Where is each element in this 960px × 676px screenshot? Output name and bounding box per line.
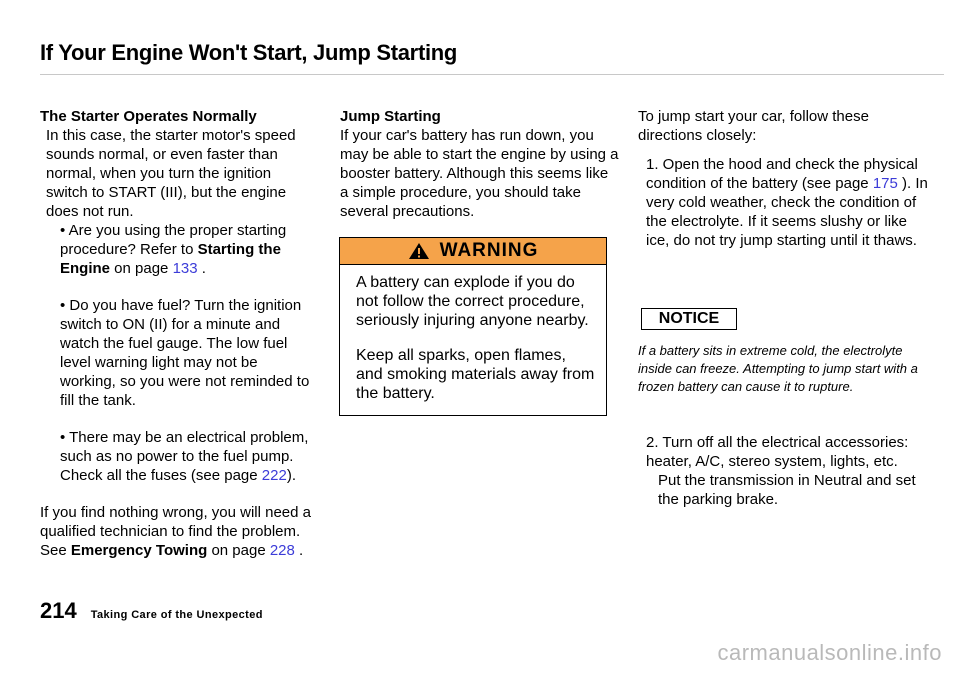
starter-intro-text: In this case, the starter motor's speed … (46, 127, 296, 220)
directions-intro: To jump start your car, follow these dir… (638, 108, 869, 144)
column-jump-starting: Jump Starting If your car's battery has … (340, 107, 620, 221)
warning-label: WARNING (439, 240, 539, 261)
page-link-175[interactable]: 175 (872, 175, 898, 192)
step-1: 1. Open the hood and check the physical … (638, 155, 928, 250)
bullet1-end: . (197, 260, 206, 277)
column-starter-operates: The Starter Operates Normally In this ca… (40, 107, 312, 560)
warning-triangle-icon (408, 243, 429, 259)
bullet-electrical-problem: • There may be an electrical problem, su… (40, 428, 312, 485)
section-name: Taking Care of the Unexpected (90, 609, 263, 621)
emergency-towing-ref: Emergency Towing (70, 542, 208, 559)
step-2: 2. Turn off all the electrical accessori… (638, 433, 928, 509)
watermark: carmanualsonline.info (717, 640, 942, 665)
jump-intro-text: If your car's battery has run down, you … (340, 127, 619, 220)
closing-paragraph: If you find nothing wrong, you will need… (40, 503, 312, 560)
starting-engine-ref: Starting the Engine (60, 241, 281, 277)
bullet3-text: • There may be an electrical problem, su… (60, 429, 309, 484)
step1-text: 1. Open the hood and check the physical … (646, 156, 918, 192)
bullet-fuel-check: • Do you have fuel? Turn the ignition sw… (60, 297, 310, 409)
page-link-133[interactable]: 133 (172, 260, 198, 277)
warning-text-sparks: Keep all sparks, open flames, and smokin… (356, 347, 595, 402)
warning-box: WARNING A battery can explode if you do … (339, 237, 607, 416)
bullet1-text: • Are you using the proper starting proc… (60, 222, 287, 258)
page-footer: 214 Taking Care of the Unexpected (40, 598, 263, 624)
section-heading-jump: Jump Starting (340, 108, 441, 125)
step1-end: ). In very cold weather, check the condi… (646, 175, 928, 249)
step2-text: 2. Turn off all the electrical accessori… (646, 434, 909, 470)
notice-label: NOTICE (641, 308, 737, 330)
title-divider (40, 74, 944, 75)
column-directions: To jump start your car, follow these dir… (638, 107, 928, 250)
closing-end: . (294, 542, 304, 559)
page-link-222[interactable]: 222 (261, 467, 287, 484)
page-link-228[interactable]: 228 (269, 542, 295, 559)
notice-body: If a battery sits in extreme cold, the e… (638, 343, 918, 394)
page-number: 214 (40, 598, 77, 623)
closing-text: If you find nothing wrong, you will need… (40, 504, 312, 559)
warning-text-explode: A battery can explode if you do not foll… (356, 274, 589, 329)
bullet-starting-procedure: • Are you using the proper starting proc… (40, 221, 312, 278)
notice-text: If a battery sits in extreme cold, the e… (638, 342, 928, 396)
page-title: If Your Engine Won't Start, Jump Startin… (40, 40, 458, 65)
step2-more: Put the transmission in Neutral and set … (658, 472, 916, 508)
closing-mid: on page (207, 542, 270, 559)
bullet3-end: ). (286, 467, 296, 484)
bullet1-mid: on page (110, 260, 173, 277)
section-heading-starter: The Starter Operates Normally (40, 108, 257, 125)
warning-body: A battery can explode if you do not foll… (340, 265, 606, 403)
warning-header: WARNING (340, 238, 606, 265)
